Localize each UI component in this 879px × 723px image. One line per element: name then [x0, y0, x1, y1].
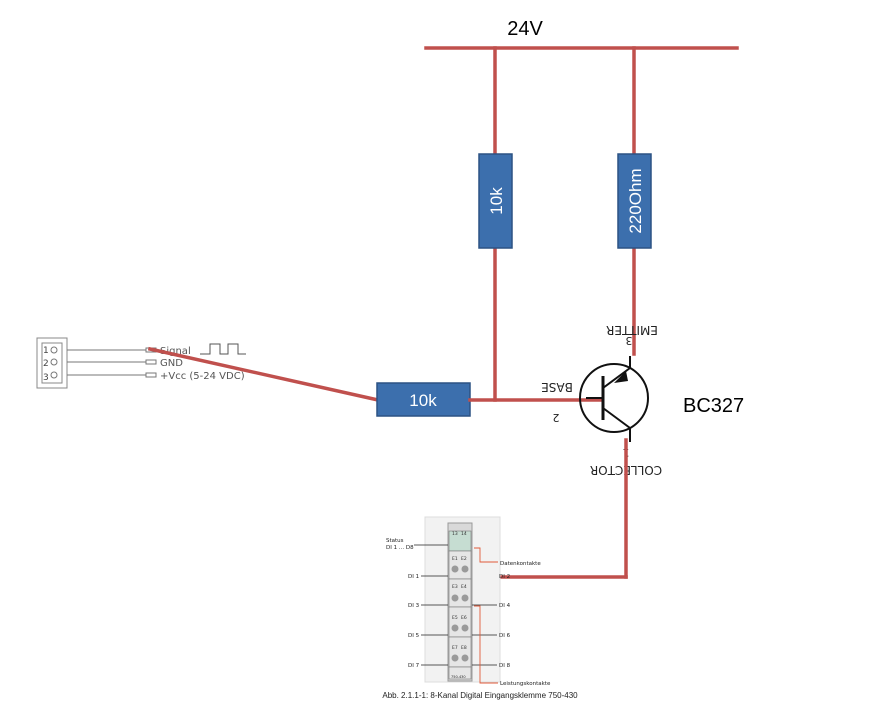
resistor-series: 10k	[376, 382, 471, 417]
sensor-gnd-label: GND	[160, 358, 183, 369]
sensor-pin-3: 3	[43, 373, 49, 383]
resistor-base-pullup: 10k	[478, 153, 513, 249]
terminal-cell-label: E2	[461, 556, 467, 562]
terminal-cell-label: E8	[461, 645, 467, 651]
terminal-cell-label: 14	[461, 531, 467, 537]
terminal-di5-label: DI 5	[408, 633, 420, 639]
terminal-di8-label: DI 8	[499, 663, 511, 669]
supply-label: 24V	[507, 18, 543, 40]
resistor-series-label: 10k	[409, 391, 437, 410]
sensor-signal-label: Signal	[160, 346, 191, 357]
base-label: BASE	[541, 380, 573, 394]
base-pin-group: 2	[553, 411, 560, 424]
resistor-base-pullup-label: 10k	[487, 187, 506, 215]
terminal-di7-label: DI 7	[408, 663, 420, 669]
transistor-bc327: BC327	[579, 356, 744, 442]
square-wave-icon	[200, 343, 246, 355]
terminal-cell-label: E5	[452, 615, 458, 621]
terminal-leistungskontakte-label: Leistungskontakte	[500, 681, 551, 687]
terminal-di4-label: DI 4	[499, 603, 511, 609]
terminal-cell-label: E6	[461, 615, 467, 621]
terminal-di3-label: DI 3	[408, 603, 420, 609]
wire-signal-to-r3	[147, 346, 381, 403]
terminal-cell-label: E4	[461, 584, 467, 590]
sensor-pin-1: 1	[43, 346, 49, 356]
base-label-group: BASE	[541, 380, 573, 394]
emitter-arrow-icon	[614, 371, 628, 383]
sensor-connector: 1 2 3 Signal GND +Vcc (5-24 VDC)	[36, 337, 246, 389]
emitter-label-group: EMITTER	[606, 323, 658, 337]
base-pin: 2	[553, 411, 560, 424]
terminal-caption: Abb. 2.1.1-1: 8-Kanal Digital Eingangskl…	[382, 691, 578, 700]
sensor-pin-2: 2	[43, 359, 49, 369]
transistor-part-label: BC327	[683, 395, 744, 417]
resistor-emitter-label: 220Ohm	[626, 168, 645, 233]
sensor-vcc-label: +Vcc (5-24 VDC)	[160, 371, 245, 382]
terminal-cell-label: E7	[452, 645, 458, 651]
terminal-cell-label: E3	[452, 584, 458, 590]
emitter-label: EMITTER	[606, 323, 658, 337]
terminal-status-label: Status	[386, 538, 404, 544]
terminal-module-id: 750-430	[451, 675, 466, 679]
terminal-cell-label: E1	[452, 556, 458, 562]
terminal-di6-label: DI 6	[499, 633, 511, 639]
terminal-750-430: 13 14 E1 E2 E3 E4 E5 E6 E7 E8 Status DI …	[382, 516, 578, 700]
resistor-emitter: 220Ohm	[617, 153, 652, 249]
terminal-datenkontakte-label: Datenkontakte	[500, 561, 541, 567]
emitter-pin-group: 3	[626, 334, 633, 347]
emitter-pin: 3	[626, 334, 633, 347]
terminal-di1-label: DI 1	[408, 574, 419, 580]
terminal-di2-label: DI 2	[499, 574, 510, 580]
terminal-status-sub: DI 1 ... D8	[386, 545, 414, 551]
terminal-cell-label: 13	[452, 531, 458, 537]
